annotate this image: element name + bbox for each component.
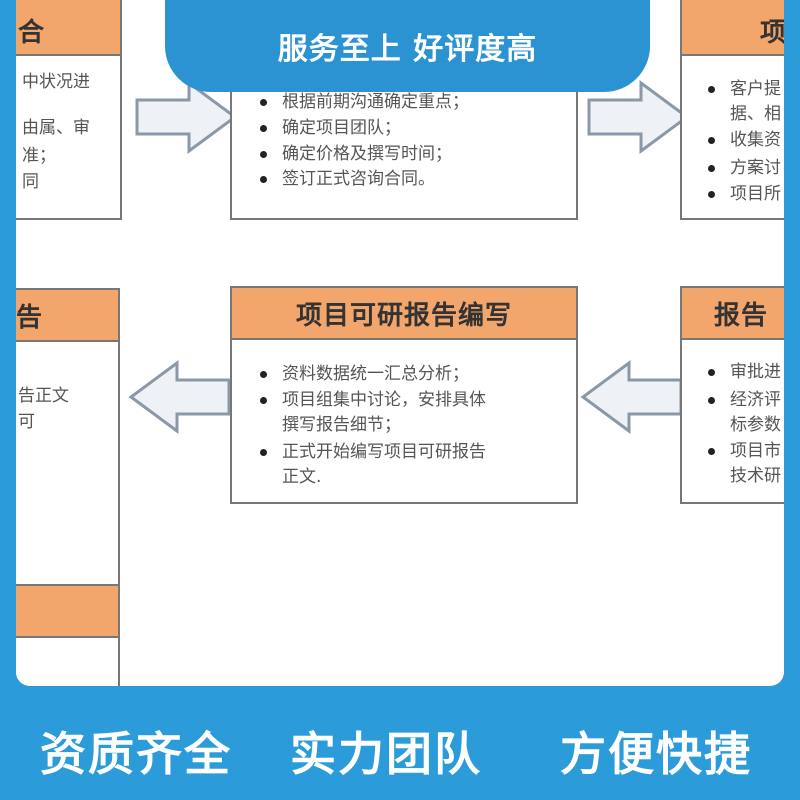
banner-text: 服务至上 好评度高 — [277, 32, 538, 67]
mid-left-box-title: 告 — [16, 302, 44, 333]
top-mid-item-1: 根据前期沟通确定重点； — [260, 90, 469, 115]
top-right-box-head: 项 — [682, 0, 784, 56]
mid-right-box: 报告 审批进 经济评 标参数 项目市 技术研 — [680, 286, 784, 504]
mid-left-line-1: 告正文 — [18, 386, 69, 406]
mid-right-item-3-cont: 技术研 — [730, 466, 781, 486]
mid-center-item-3-cont: 正文. — [282, 467, 322, 487]
top-right-item-4: 项目所 — [708, 182, 781, 207]
left-arrow-icon — [580, 360, 683, 434]
diagram-canvas: 合 中状况进 由属、审 准； 同 根据前期沟通确定重点； 确定项目团队； 确定价… — [16, 0, 784, 686]
top-left-box-title: 合 — [18, 17, 46, 48]
top-left-box-head: 合 — [16, 0, 120, 56]
top-left-line-3: 准； — [22, 146, 56, 166]
slogan-center: 实力团队 — [290, 727, 482, 781]
mid-right-item-2-cont: 标参数 — [730, 415, 781, 435]
mid-center-box: 项目可研报告编写 资料数据统一汇总分析； 项目组集中讨论，安排具体 撰写报告细节… — [230, 286, 578, 504]
mid-center-box-title: 项目可研报告编写 — [295, 300, 512, 331]
bottom-left-box-head — [16, 586, 118, 638]
mid-left-box-head: 告 — [16, 290, 118, 342]
mid-right-box-title: 报告 — [714, 300, 769, 331]
mid-right-box-head: 报告 — [682, 288, 784, 340]
top-left-line-4: 同 — [22, 172, 39, 192]
bottom-left-box — [16, 584, 120, 686]
left-arrow-icon — [128, 360, 231, 434]
top-mid-item-4: 签订正式咨询合同。 — [260, 167, 435, 192]
top-right-item-1-cont: 据、相 — [730, 104, 781, 124]
top-right-box: 项 客户提 据、相 收集资 方案讨 项目所 — [680, 0, 784, 220]
top-left-line-1: 中状况进 — [22, 72, 90, 92]
top-right-box-title: 项 — [760, 17, 784, 48]
mid-center-box-head: 项目可研报告编写 — [232, 288, 576, 340]
top-mid-item-3: 确定价格及撰写时间； — [260, 142, 452, 167]
top-right-item-1: 客户提 — [708, 77, 781, 102]
mid-center-item-2-cont: 撰写报告细节； — [282, 415, 401, 435]
slogan-left: 资质齐全 — [40, 727, 232, 781]
mid-center-item-1: 资料数据统一汇总分析； — [260, 362, 469, 387]
mid-left-line-2: 可 — [18, 412, 35, 432]
top-right-item-2: 收集资 — [708, 128, 781, 153]
top-left-box: 合 中状况进 由属、审 准； 同 — [16, 0, 122, 220]
top-banner: 服务至上 好评度高 — [165, 0, 650, 92]
right-arrow-icon — [135, 80, 238, 154]
mid-right-item-2: 经济评 — [708, 388, 781, 413]
mid-center-item-3: 正式开始编写项目可研报告 — [260, 440, 486, 465]
mid-left-box: 告 告正文 可 — [16, 288, 120, 588]
mid-center-item-2: 项目组集中讨论，安排具体 — [260, 388, 486, 413]
slogan-right: 方便快捷 — [560, 727, 752, 781]
top-left-line-2: 由属、审 — [22, 118, 90, 138]
mid-right-item-3: 项目市 — [708, 439, 781, 464]
top-right-item-3: 方案讨 — [708, 156, 781, 181]
mid-right-item-1: 审批进 — [708, 360, 781, 385]
top-mid-item-2: 确定项目团队； — [260, 116, 401, 141]
right-arrow-icon — [587, 80, 690, 154]
